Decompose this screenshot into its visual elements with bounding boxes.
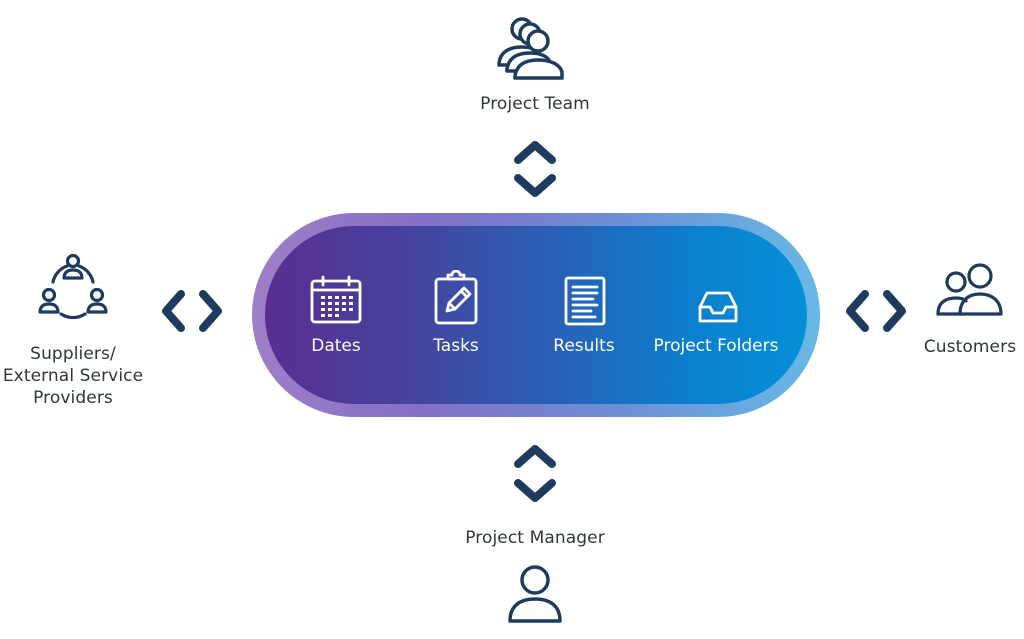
network-people-icon — [37, 252, 109, 322]
project-team-label: Project Team — [480, 94, 590, 114]
project-manager-label: Project Manager — [465, 528, 605, 548]
chevron-down-icon — [512, 172, 558, 200]
chevron-right-icon — [879, 288, 911, 334]
calendar-icon — [309, 275, 363, 325]
project-folders-label: Project Folders — [653, 336, 779, 356]
user-icon — [504, 563, 566, 625]
suppliers-label-line-3: Providers — [33, 388, 113, 408]
two-users-icon — [934, 262, 1006, 318]
chevron-up-icon — [512, 138, 558, 166]
customers-label: Customers — [923, 337, 1017, 357]
dates-label: Dates — [311, 336, 361, 356]
chevron-left-icon — [157, 288, 189, 334]
document-icon — [563, 275, 607, 327]
chevron-right-icon — [195, 288, 227, 334]
central-hub — [265, 226, 807, 404]
chevron-down-icon — [512, 477, 558, 505]
results-label: Results — [553, 336, 615, 356]
tasks-label: Tasks — [433, 336, 479, 356]
clipboard-edit-icon — [432, 270, 480, 326]
suppliers-label: Suppliers/ External Service Providers — [0, 343, 146, 409]
suppliers-label-line-1: Suppliers/ — [30, 344, 116, 364]
team-icon — [494, 13, 568, 83]
suppliers-label-line-2: External Service — [2, 366, 144, 386]
chevron-left-icon — [841, 288, 873, 334]
chevron-up-icon — [512, 442, 558, 470]
inbox-tray-icon — [697, 289, 739, 325]
